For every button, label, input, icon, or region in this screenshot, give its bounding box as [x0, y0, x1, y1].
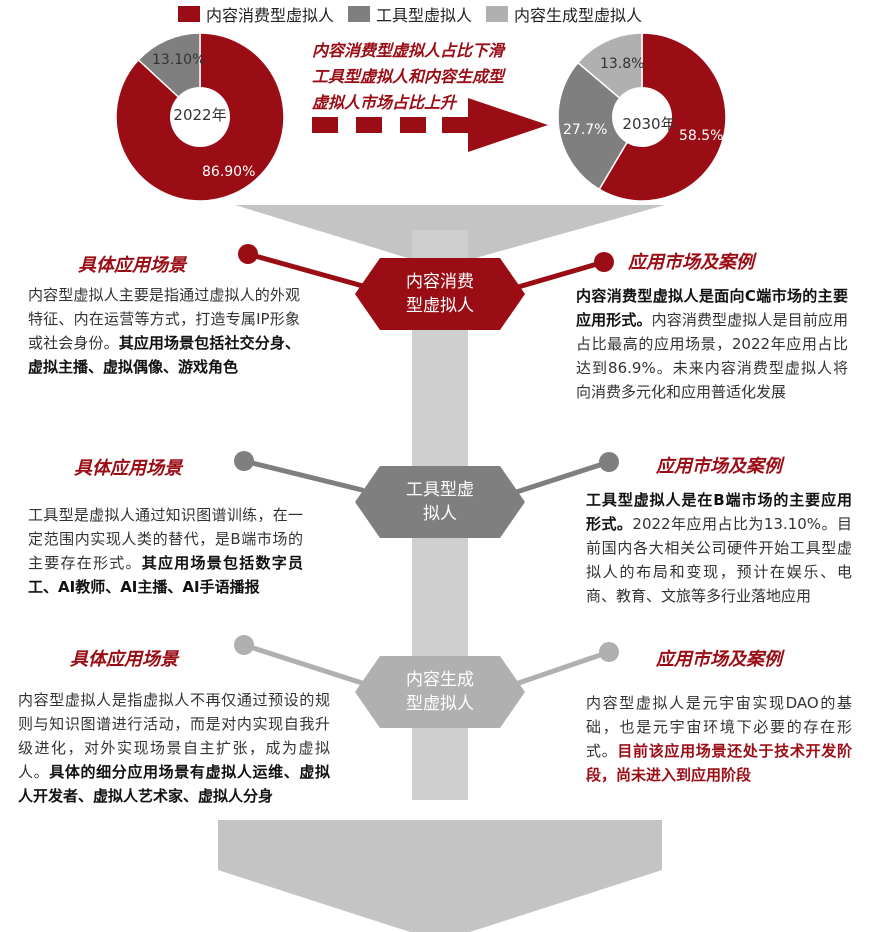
legend-swatch [178, 6, 200, 22]
text-bold: 具体的细分应用场景有虚拟人运维、虚拟人开发者、虚拟人艺术家、虚拟人分身 [18, 763, 330, 805]
trend-note-line: 工具型虚拟人和内容生成型 [312, 67, 505, 86]
legend-label: 内容消费型虚拟人 [206, 6, 335, 25]
hex-label-line: 工具型虚 [406, 480, 474, 500]
section-text-right-1: 内容消费型虚拟人是面向C端市场的主要应用形式。内容消费型虚拟人是目前应用占比最高… [576, 284, 848, 404]
text-bold: 其应用场景包括数字员工、AI教师、AI主播、AI手语播报 [28, 554, 303, 596]
trend-note-line: 内容消费型虚拟人占比下滑 [312, 41, 505, 60]
pie-slice-1 [557, 61, 643, 191]
section-title-right-2: 应用市场及案例 [656, 456, 782, 477]
pie-chart-2030 [557, 32, 727, 202]
legend-swatch [348, 6, 371, 22]
chart-legend: 内容消费型虚拟人 工具型虚拟人 内容生成型虚拟人 [178, 2, 656, 26]
section-title-left-1: 具体应用场景 [78, 255, 186, 276]
pie-chart-2022 [115, 32, 285, 202]
slice-label-tool-2030: 27.7% [563, 122, 608, 138]
trend-arrow [312, 98, 548, 152]
section-title-left-2: 具体应用场景 [74, 458, 182, 479]
text-plain: 内容型虚拟人主要是指通过虚拟人的外观特征、内在运营等方式，打造专属IP形象或社会… [28, 286, 300, 352]
text-plain: 2022年应用占比为13.10%。目前国内各大相关公司硬件开始工具型虚拟人的布局… [586, 515, 852, 605]
hex-label-line: 型虚拟人 [406, 296, 474, 316]
text-plain: 内容型虚拟人是元宇宙实现DAO的基础，也是元宇宙环境下必要的存在形式。 [586, 694, 852, 760]
hexagon-tool [355, 466, 525, 538]
hex-label-tool: 工具型虚 拟人 [365, 478, 515, 526]
legend-label: 内容生成型虚拟人 [514, 6, 643, 25]
donut-hole [612, 87, 672, 147]
text-plain: 内容消费型虚拟人是目前应用占比最高的应用场景，2022年应用占比达到86.9%。… [576, 311, 848, 401]
trend-note: 内容消费型虚拟人占比下滑 工具型虚拟人和内容生成型 虚拟人市场占比上升 [312, 38, 552, 116]
connector-lines [241, 251, 612, 691]
text-highlight: 目前该应用场景还处于技术开发阶段，尚未进入到应用阶段 [586, 742, 852, 784]
text-plain: 工具型是虚拟人通过知识图谱训练，在一定范围内实现人类的替代，是B端市场的主要存在… [28, 506, 303, 572]
slice-label-generative-2030: 13.8% [600, 56, 645, 72]
connector-dots [234, 244, 619, 662]
section-title-right-1: 应用市场及案例 [628, 252, 754, 273]
slice-label-content-2030: 58.5% [679, 128, 724, 144]
hex-label-line: 拟人 [423, 504, 457, 524]
section-title-right-3: 应用市场及案例 [656, 649, 782, 670]
hex-label-line: 内容生成 [406, 670, 474, 690]
hexagon-content-consumer [355, 258, 525, 330]
legend-swatch [486, 6, 509, 22]
donut-hole [170, 87, 230, 147]
text-plain: 内容型虚拟人是指虚拟人不再仅通过预设的规则与知识图谱进行活动，而是对内实现自我升… [18, 691, 330, 781]
legend-item-tool: 工具型虚拟人 [348, 2, 472, 26]
hex-label-line: 内容消费 [406, 272, 474, 292]
text-bold: 其应用场景包括社交分身、虚拟主播、虚拟偶像、游戏角色 [28, 334, 300, 376]
pie-center-label-2030: 2030年 [622, 115, 676, 133]
hex-label-generative: 内容生成 型虚拟人 [365, 668, 515, 716]
hexagon-generative [355, 656, 525, 728]
slice-label-content-2022: 86.90% [202, 164, 256, 180]
section-text-right-3: 内容型虚拟人是元宇宙实现DAO的基础，也是元宇宙环境下必要的存在形式。目前该应用… [586, 691, 852, 787]
section-text-left-3: 内容型虚拟人是指虚拟人不再仅通过预设的规则与知识图谱进行活动，而是对内实现自我升… [18, 688, 330, 808]
trend-note-line: 虚拟人市场占比上升 [312, 93, 457, 112]
legend-item-content-consumer: 内容消费型虚拟人 [178, 2, 334, 26]
section-text-right-2: 工具型虚拟人是在B端市场的主要应用形式。2022年应用占比为13.10%。目前国… [586, 488, 852, 608]
text-bold: 内容消费型虚拟人是面向C端市场的主要应用形式。 [576, 287, 848, 329]
slice-label-tool-2022: 13.10% [152, 52, 206, 68]
funnel-bottom [218, 820, 662, 932]
section-text-left-2: 工具型是虚拟人通过知识图谱训练，在一定范围内实现人类的替代，是B端市场的主要存在… [28, 503, 303, 599]
section-title-left-3: 具体应用场景 [70, 649, 178, 670]
section-text-left-1: 内容型虚拟人主要是指通过虚拟人的外观特征、内在运营等方式，打造专属IP形象或社会… [28, 283, 300, 379]
pie-center-label-2022: 2022年 [173, 106, 227, 124]
legend-item-generative: 内容生成型虚拟人 [486, 2, 642, 26]
legend-label: 工具型虚拟人 [376, 6, 473, 25]
hex-label-line: 型虚拟人 [406, 694, 474, 714]
text-bold: 工具型虚拟人是在B端市场的主要应用形式。 [586, 491, 852, 533]
hex-label-content-consumer: 内容消费 型虚拟人 [365, 270, 515, 318]
